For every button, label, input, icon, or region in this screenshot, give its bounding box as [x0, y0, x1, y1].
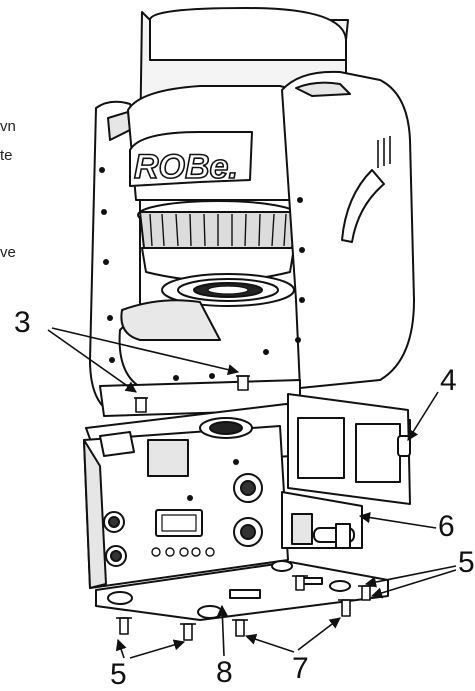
leader-3b: [51, 327, 240, 376]
leader-4: [407, 391, 439, 441]
leader-5r-b: [370, 569, 457, 599]
leader-6: [358, 512, 437, 529]
cropped-text-3: ve: [0, 244, 16, 261]
callout-5-right: 5: [458, 546, 475, 579]
yoke-left: [89, 100, 221, 413]
yoke-right-handle: [341, 169, 385, 243]
bottom-screws: [116, 575, 374, 641]
head-body: [149, 7, 347, 61]
callout-4: 4: [440, 364, 457, 397]
head-bottom: [120, 299, 221, 341]
yoke-screws: [134, 375, 250, 413]
leader-7a: [244, 633, 295, 653]
callout-8: 8: [216, 656, 233, 689]
leader-8: [216, 604, 228, 657]
brand-logo: ROBe.: [134, 148, 238, 186]
leader-7b: [297, 617, 341, 651]
leader-3a: [47, 329, 137, 393]
cropped-text-1: vn: [0, 118, 16, 135]
leader-5l-b: [129, 639, 186, 659]
leader-5r-a: [364, 565, 457, 588]
base-left-side: [83, 439, 107, 589]
base-back-right: [287, 393, 411, 505]
cropped-text-2: te: [0, 147, 13, 164]
leader-5l-a: [115, 638, 127, 659]
side-knob: [397, 435, 411, 457]
callout-6: 6: [438, 510, 455, 543]
callout-5-left: 5: [110, 658, 127, 691]
callout-7: 7: [292, 652, 309, 685]
logo-plate: [129, 131, 253, 187]
callout-3: 3: [14, 306, 31, 339]
